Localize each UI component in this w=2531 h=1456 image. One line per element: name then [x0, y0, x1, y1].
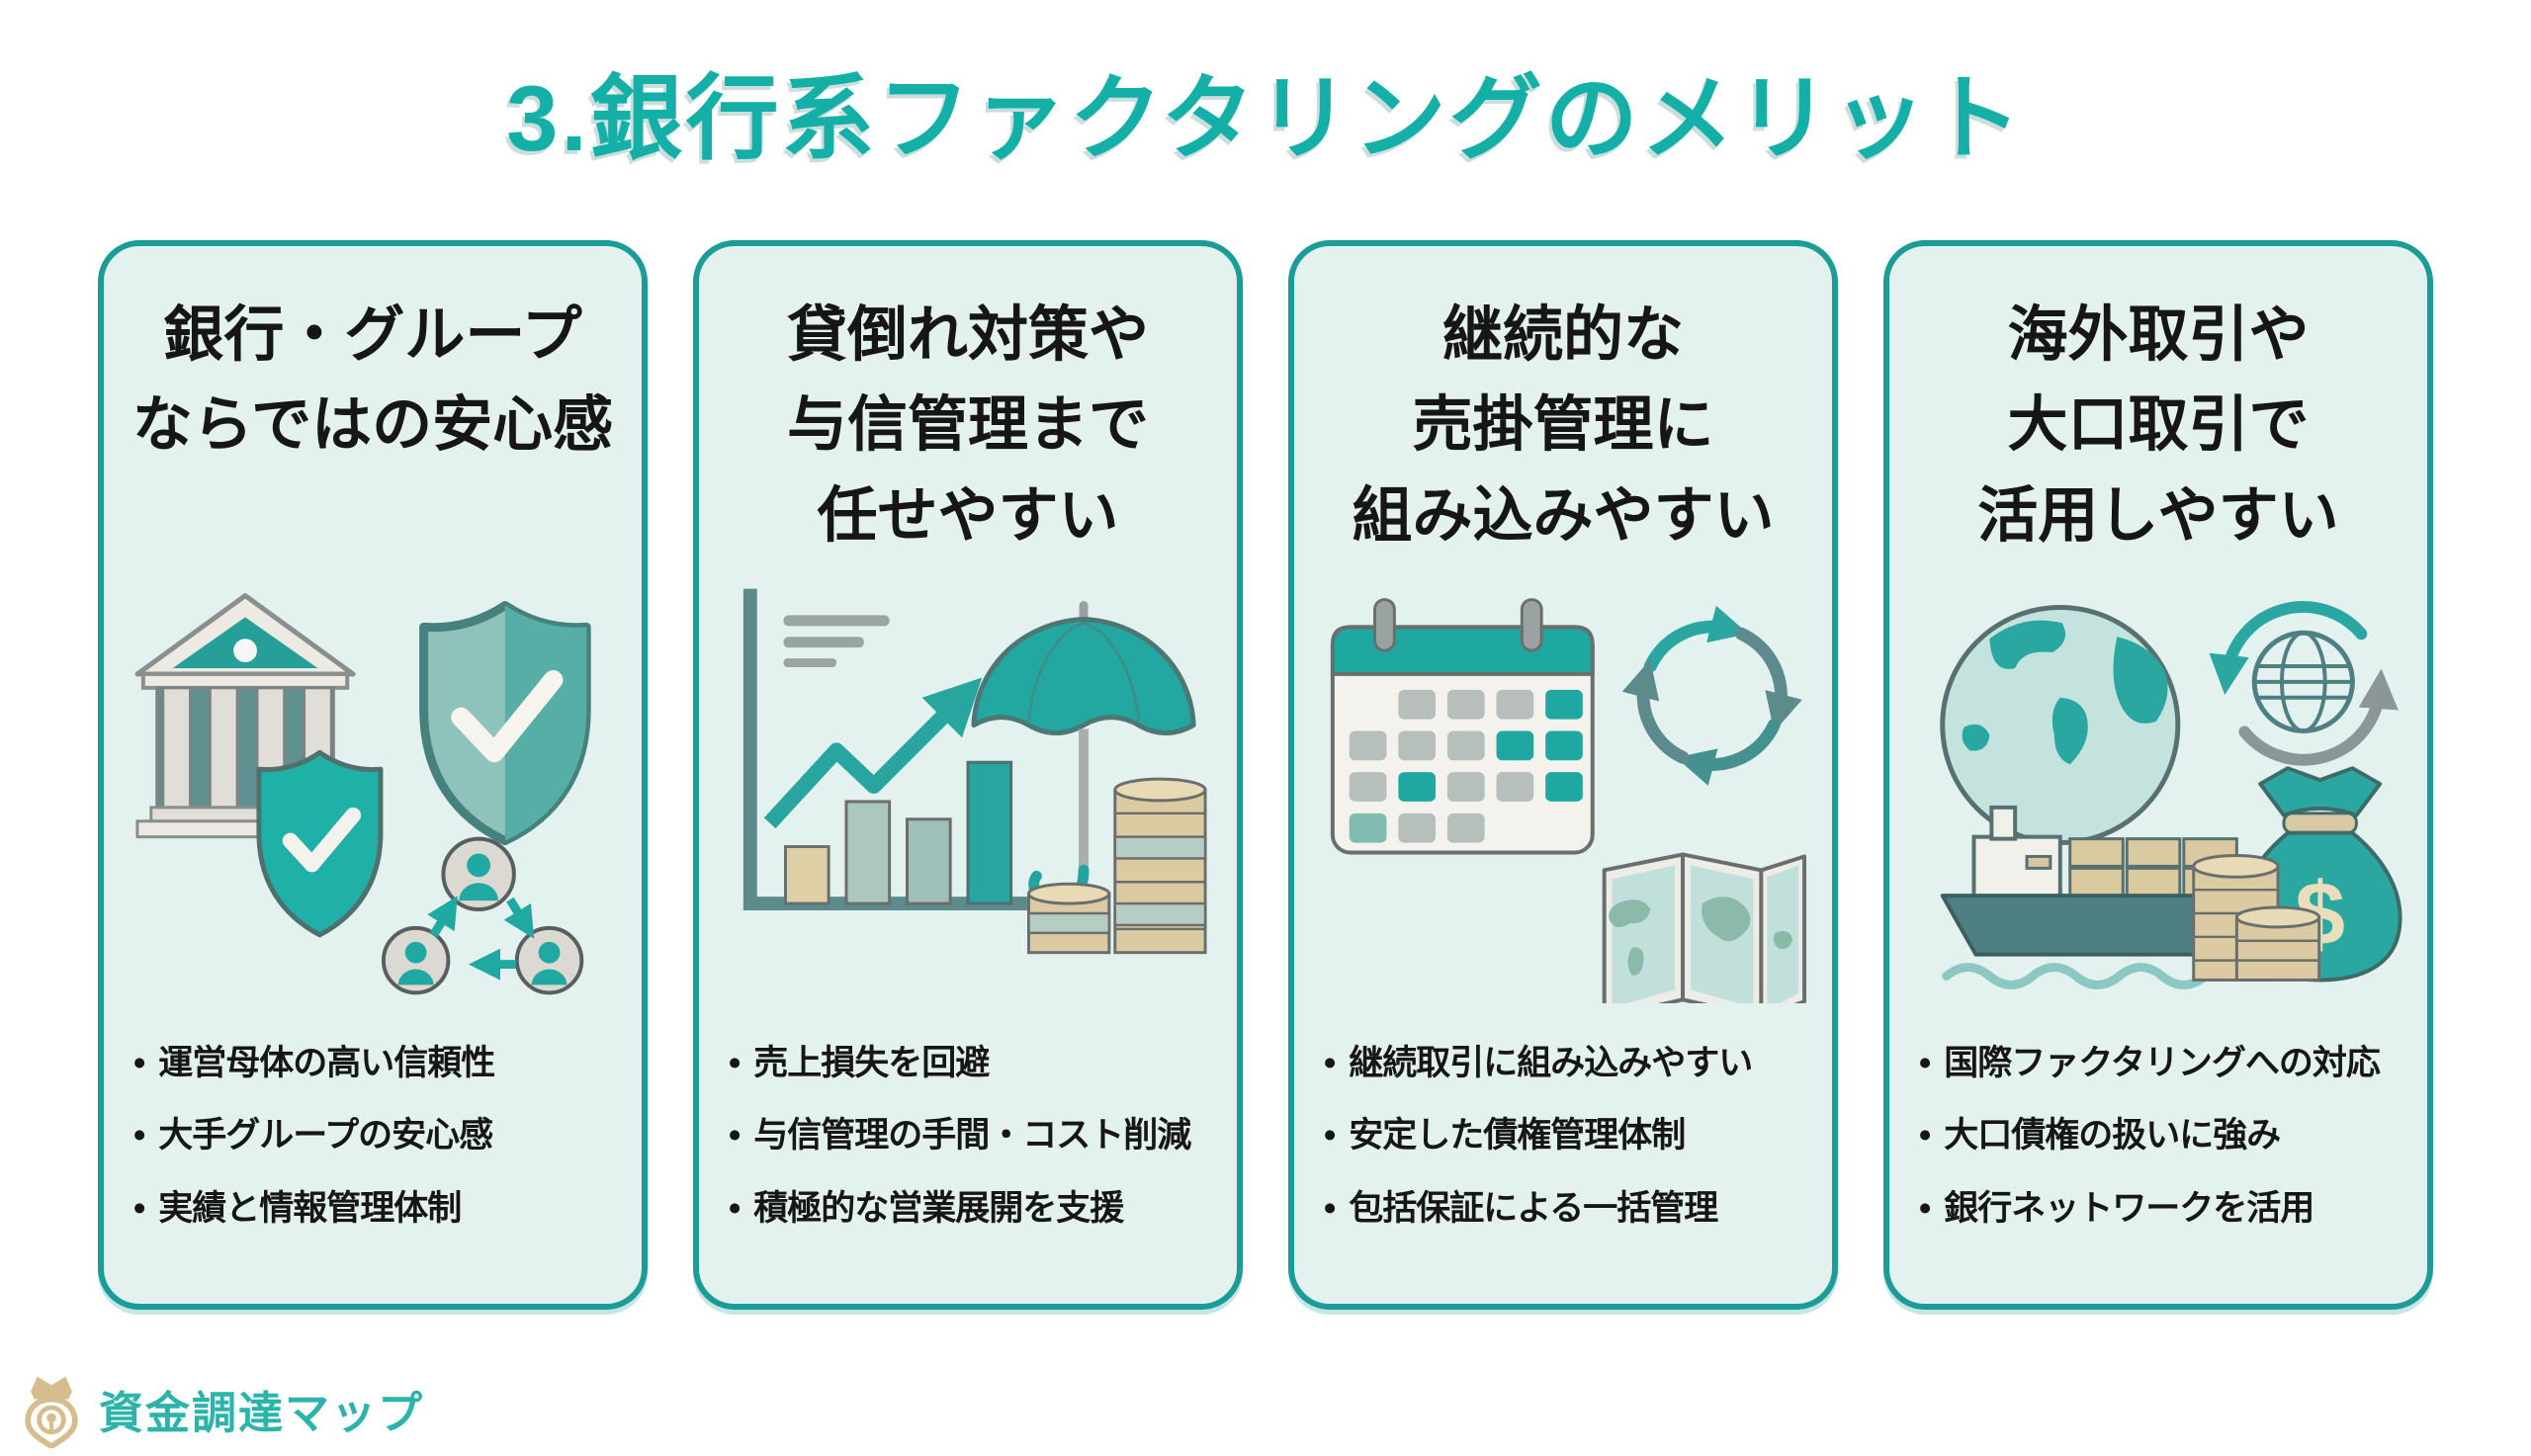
bullet-item: • 運営母体の高い信頼性	[133, 1042, 612, 1085]
bullet-text: 継続取引に組み込みやすい	[1349, 1043, 1753, 1082]
bullet-text: 与信管理の手間・コスト削減	[753, 1116, 1191, 1156]
bullet-text: 大口債権の扱いに強み	[1944, 1116, 2281, 1156]
bullet-text: 銀行ネットワークを活用	[1944, 1189, 2314, 1229]
calendar-icon	[1330, 598, 1595, 855]
bullet-marker: •	[133, 1116, 145, 1156]
card-illustration	[1318, 570, 1808, 1012]
shield-check-small-icon	[256, 750, 384, 938]
card-title-line: 与信管理まで	[786, 390, 1149, 459]
card-credit-management: 貸倒れ対策や 与信管理まで 任せやすい	[693, 239, 1243, 1310]
bullet-list: • 国際ファクタリングへの対応 • 大口債権の扱いに強み • 銀行ネットワークを活用	[1913, 1012, 2403, 1274]
bullet-text: 運営母体の高い信頼性	[158, 1043, 495, 1082]
bullet-marker: •	[1919, 1043, 1931, 1082]
bullet-list: • 継続取引に組み込みやすい • 安定した債権管理体制 • 包括保証による一括管理	[1318, 1012, 1808, 1274]
bullet-marker: •	[1919, 1189, 1931, 1229]
bullet-item: • 与信管理の手間・コスト削減	[729, 1114, 1207, 1157]
card-title: 貸倒れ対策や 与信管理まで 任せやすい	[723, 290, 1213, 570]
bullet-text: 売上損失を回避	[753, 1043, 990, 1082]
bullet-text: 大手グループの安心感	[158, 1116, 493, 1156]
bullet-marker: •	[133, 1189, 145, 1229]
bullet-text: 実績と情報管理体制	[158, 1189, 462, 1229]
brand-name: 資金調達マップ	[99, 1387, 425, 1438]
bullet-item: • 積極的な営業展開を支援	[729, 1187, 1207, 1231]
coin-stacks-icon	[1027, 777, 1207, 955]
card-title-line: 継続的な	[1441, 300, 1684, 368]
card-title-line: 貸倒れ対策や	[786, 300, 1149, 368]
card-illustration	[723, 570, 1213, 1012]
bullet-marker: •	[729, 1043, 741, 1082]
bullet-marker: •	[1324, 1043, 1336, 1082]
card-title: 継続的な 売掛管理に 組み込みやすい	[1318, 290, 1808, 570]
card-receivables-management: 継続的な 売掛管理に 組み込みやすい	[1288, 239, 1838, 1310]
brand-logo: 資金調達マップ	[16, 1369, 424, 1448]
shield-check-large-icon	[419, 601, 591, 846]
bullet-marker: •	[729, 1116, 741, 1156]
bullet-text: 安定した債権管理体制	[1349, 1116, 1686, 1156]
bullet-item: • 国際ファクタリングへの対応	[1919, 1042, 2398, 1085]
bullet-item: • 大口債権の扱いに強み	[1919, 1114, 2398, 1157]
card-illustration	[128, 570, 618, 1012]
bullet-item: • 売上損失を回避	[729, 1042, 1207, 1085]
bullet-marker: •	[1324, 1116, 1336, 1156]
card-title: 銀行・グループ ならではの安心感	[128, 290, 618, 570]
bullet-item: • 継続取引に組み込みやすい	[1324, 1042, 1802, 1085]
bullet-marker: •	[729, 1189, 741, 1229]
bullet-item: • 包括保証による一括管理	[1324, 1187, 1802, 1231]
global-exchange-icon	[2209, 601, 2399, 766]
bullet-marker: •	[1919, 1116, 1931, 1156]
bullet-item: • 大手グループの安心感	[133, 1114, 612, 1157]
cycle-arrows-icon	[1621, 606, 1802, 787]
bullet-item: • 安定した債権管理体制	[1324, 1114, 1802, 1157]
bullet-text: 国際ファクタリングへの対応	[1944, 1043, 2381, 1082]
people-network-icon	[381, 836, 584, 995]
card-title-line: 組み込みやすい	[1352, 480, 1775, 549]
card-title-line: 売掛管理に	[1412, 390, 1714, 459]
bullet-item: • 実績と情報管理体制	[133, 1187, 612, 1231]
page-title: 3.銀行系ファクタリングのメリット	[506, 66, 2025, 170]
bullet-text: 包括保証による一括管理	[1349, 1189, 1718, 1229]
card-international-deals: 海外取引や 大口取引で 活用しやすい	[1883, 239, 2433, 1310]
card-title-line: 海外取引や	[2007, 300, 2310, 368]
world-map-icon	[1602, 852, 1807, 1004]
bullet-list: • 売上損失を回避 • 与信管理の手間・コスト削減 • 積極的な営業展開を支援	[723, 1012, 1213, 1274]
card-bank-trust: 銀行・グループ ならではの安心感	[98, 239, 648, 1310]
card-title-line: 大口取引で	[2007, 390, 2310, 459]
crown-pin-icon	[25, 1376, 78, 1448]
card-title-line: 銀行・グループ	[163, 300, 582, 368]
bullet-list: • 運営母体の高い信頼性 • 大手グループの安心感 • 実績と情報管理体制	[128, 1012, 618, 1274]
card-title-line: ならではの安心感	[131, 390, 614, 459]
bullet-marker: •	[133, 1043, 145, 1082]
card-title-line: 活用しやすい	[1977, 480, 2339, 549]
bank-icon	[134, 593, 356, 839]
bullet-item: • 銀行ネットワークを活用	[1919, 1187, 2398, 1231]
growth-chart-icon	[742, 588, 1054, 911]
bullet-marker: •	[1324, 1189, 1336, 1229]
card-title-line: 任せやすい	[817, 480, 1119, 549]
cards-row: 銀行・グループ ならではの安心感	[0, 239, 2531, 1310]
bullet-text: 積極的な営業展開を支援	[753, 1189, 1124, 1229]
money-bag-coins-icon: $	[2192, 766, 2402, 983]
card-title: 海外取引や 大口取引で 活用しやすい	[1913, 290, 2403, 570]
card-illustration: $	[1913, 570, 2403, 1012]
